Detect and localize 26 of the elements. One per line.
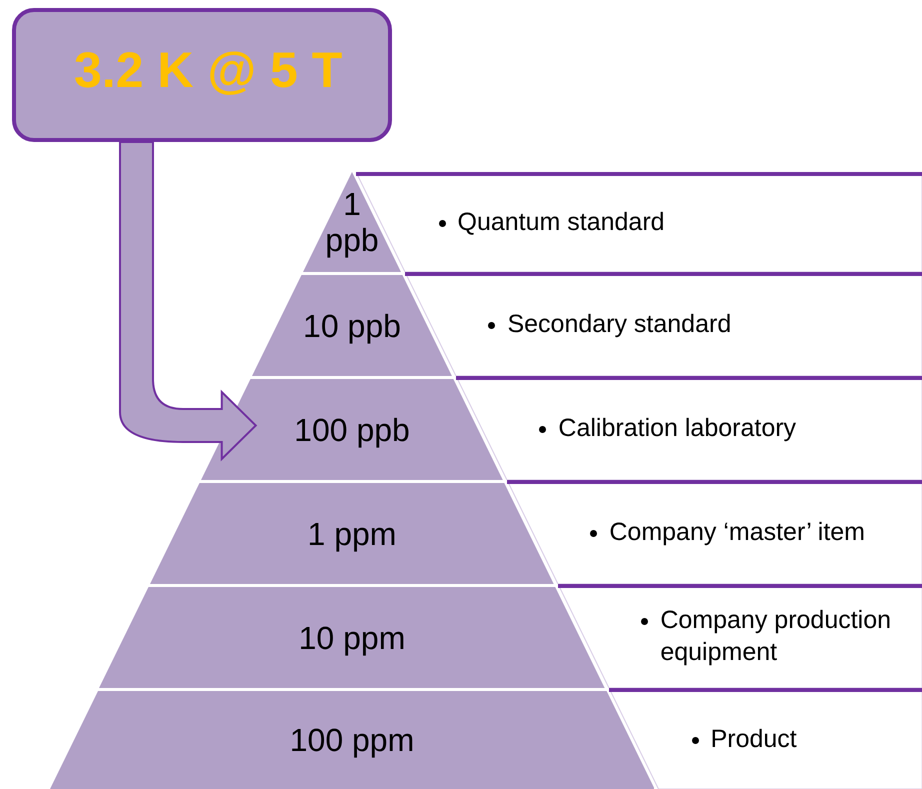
- condition-box: [12, 8, 392, 142]
- pyramid-level: [50, 691, 654, 789]
- accuracy-label: 1 ppb: [324, 186, 380, 258]
- level-description: Calibration laboratory: [558, 413, 796, 444]
- pyramid-level: [252, 275, 452, 376]
- description-band: [558, 584, 922, 688]
- pyramid-level: [201, 379, 503, 480]
- level-description: Quantum standard: [458, 207, 665, 238]
- level-description: Company production equipment: [660, 605, 892, 668]
- level-description: Company ‘master’ item: [609, 517, 866, 548]
- description-band: [506, 480, 922, 584]
- block-arrow: [119, 141, 257, 460]
- description-band: [456, 376, 922, 480]
- accuracy-label: 10 ppb: [303, 308, 401, 344]
- description-band: [608, 688, 922, 789]
- accuracy-label: 1 ppm: [308, 516, 396, 552]
- accuracy-label: 10 ppm: [298, 620, 406, 656]
- level-description: Product: [710, 724, 797, 754]
- condition-text: 3.2 K @ 5 T: [74, 41, 342, 100]
- pyramid-level: [303, 172, 401, 272]
- description-band: [405, 272, 922, 376]
- pyramid-level: [99, 587, 605, 688]
- pyramid-level: [150, 483, 554, 584]
- level-description: Secondary standard: [507, 309, 732, 340]
- accuracy-label: 100 ppb: [294, 412, 410, 448]
- accuracy-label: 100 ppm: [290, 722, 414, 758]
